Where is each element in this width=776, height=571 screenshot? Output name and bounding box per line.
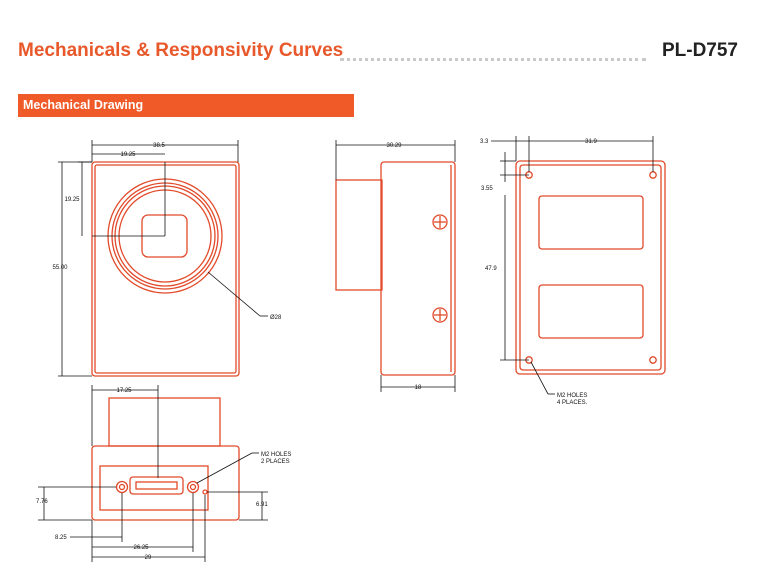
back-view: 3.3 31.9 3.55 47.9 M2 HOLES 4 PLACES. <box>480 136 666 406</box>
dim-bottom-hole-spacing: 26.25 <box>133 545 149 551</box>
dim-side-depth-bottom: 18 <box>415 385 422 391</box>
dim-bottom-width: 29 <box>145 555 152 561</box>
back-holes-note-1: M2 HOLES <box>557 393 587 399</box>
dim-lens-diameter: Ø28 <box>270 315 282 321</box>
dim-side-depth-top: 30.29 <box>386 143 402 149</box>
side-screw-top <box>432 214 448 230</box>
front-body-outline <box>91 161 240 377</box>
back-hole-top-right <box>649 171 657 179</box>
side-body-outline <box>380 161 456 376</box>
bottom-hole-left <box>115 480 129 494</box>
document-title: Mechanicals & Responsivity Curves <box>18 40 344 61</box>
bottom-lens-mount <box>108 397 221 447</box>
lens-diameter-leader <box>207 271 261 317</box>
bottom-holes-leader <box>196 452 253 484</box>
dotted-leader <box>340 58 646 61</box>
dim-front-half-height: 19.25 <box>64 197 80 203</box>
dim-front-width: 38.5 <box>153 143 165 149</box>
dim-bottom-right-height: 6.91 <box>256 502 268 508</box>
back-body-outline <box>515 160 666 375</box>
dim-front-height: 55.00 <box>52 265 68 271</box>
side-screw-bottom <box>432 307 448 323</box>
back-body-inner-outline <box>519 164 662 371</box>
back-holes-leader <box>530 361 549 395</box>
bottom-view: 17.25 7.76 6.91 8.25 26.25 29 M2 HOLES 2… <box>36 385 291 562</box>
dim-back-offset-y: 3.55 <box>481 186 493 192</box>
dim-back-offset-x: 3.3 <box>480 139 489 145</box>
page-header: Mechanicals & Responsivity Curves PL-D75… <box>18 38 738 68</box>
bottom-holes-note-1: M2 HOLES <box>261 452 291 458</box>
bottom-connector-panel <box>99 465 209 511</box>
back-label-panel-bottom <box>538 284 644 339</box>
bottom-body-outline <box>91 445 240 521</box>
front-body-inner-outline <box>94 164 237 374</box>
bottom-hole-right <box>186 480 200 494</box>
side-lens-mount <box>335 179 383 291</box>
side-view: 30.29 18 <box>335 140 456 392</box>
dim-bottom-hole-x: 8.25 <box>55 535 67 541</box>
front-view: 38.5 19.25 19.25 55.00 Ø28 <box>52 140 282 377</box>
dim-bottom-top: 17.25 <box>116 388 132 394</box>
back-holes-note-2: 4 PLACES. <box>557 400 588 406</box>
bottom-holes-note-2: 2 PLACES <box>261 459 290 465</box>
dim-bottom-left-height: 7.76 <box>36 499 48 505</box>
product-id: PL-D757 <box>661 40 738 61</box>
dim-back-hole-spacing-y: 47.9 <box>485 266 497 272</box>
usb-connector <box>129 476 184 495</box>
back-label-panel-top <box>538 195 644 250</box>
dim-back-hole-spacing-x: 31.9 <box>585 139 597 145</box>
section-heading-mechanical-drawing: Mechanical Drawing <box>18 94 354 117</box>
back-hole-bottom-right <box>649 356 657 364</box>
dim-front-half-width: 19.25 <box>120 152 136 158</box>
status-led <box>202 489 208 495</box>
